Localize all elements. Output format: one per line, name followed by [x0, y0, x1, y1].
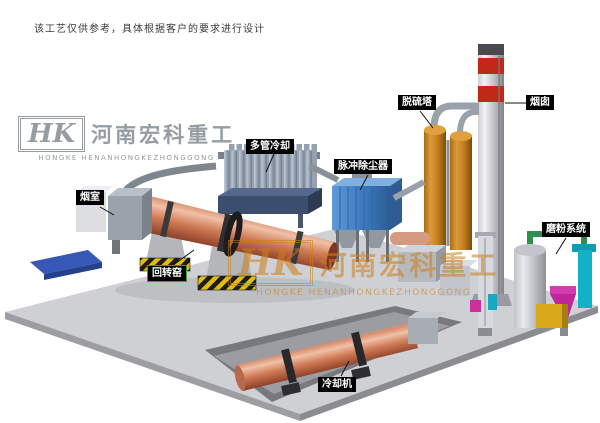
disclaimer-note: 该工艺仅供参考，具体根据客户的要求进行设计: [34, 24, 265, 35]
cooling-machine: [234, 312, 446, 396]
leader-desulfurization-tower: [419, 110, 434, 129]
kiln-tyre-ring: [160, 200, 174, 238]
label-multi-tube-cooler: 多管冷却: [246, 139, 294, 154]
kiln-tyre-ring: [290, 230, 304, 265]
hk-logo-icon: HK: [228, 240, 314, 286]
hk-logo-icon: HK: [18, 116, 86, 152]
blue-platform: [30, 250, 102, 280]
label-chimney: 烟囱: [526, 95, 554, 110]
leader-smoke-chamber: [99, 206, 115, 216]
cooler-ring: [351, 331, 367, 367]
leader-lines: [99, 102, 567, 377]
desulfurization-towers: [424, 102, 479, 250]
watermark-company-en: HONGKE HENANHONGKEZHONGGONG: [256, 288, 472, 298]
leader-rotary-kiln: [171, 249, 195, 267]
label-pulse-dust-collector: 脉冲除尘器: [334, 159, 392, 174]
grinding-system: [514, 231, 596, 336]
label-grinding-system: 磨粉系统: [542, 222, 590, 237]
leader-grinding-system: [555, 237, 567, 255]
label-rotary-kiln: 回转窑: [147, 265, 187, 282]
leader-multi-tube-cooler: [265, 153, 275, 173]
label-desulfurization-tower: 脱硫塔: [398, 95, 436, 110]
watermark-company-cn: 河南宏科重工: [91, 123, 236, 147]
watermark-left: HK 河南宏科重工 HONGKE HENANHONGKEZHONGGONG: [18, 116, 235, 162]
bucket-elevator: [470, 232, 497, 336]
watermark-company-cn: 河南宏科重工: [319, 250, 500, 282]
auxiliary-equipment: [390, 232, 478, 296]
cooler-ring: [281, 348, 297, 384]
label-cooling-machine: 冷却机: [318, 377, 356, 392]
watermark-company-en: HONGKE HENANHONGKEZHONGGONG: [38, 154, 215, 162]
rotary-kiln: [134, 194, 338, 270]
multi-tube-cooler: [123, 144, 340, 228]
leader-cooling-machine: [340, 360, 350, 377]
cooler-tubes-front: [224, 150, 312, 198]
label-smoke-chamber: 烟室: [76, 190, 104, 205]
leader-pulse-dust-collector: [359, 174, 369, 191]
pulse-dust-collector: [332, 168, 426, 262]
watermark-center: HK 河南宏科重工 HONGKE HENANHONGKEZHONGGONG: [228, 240, 499, 298]
